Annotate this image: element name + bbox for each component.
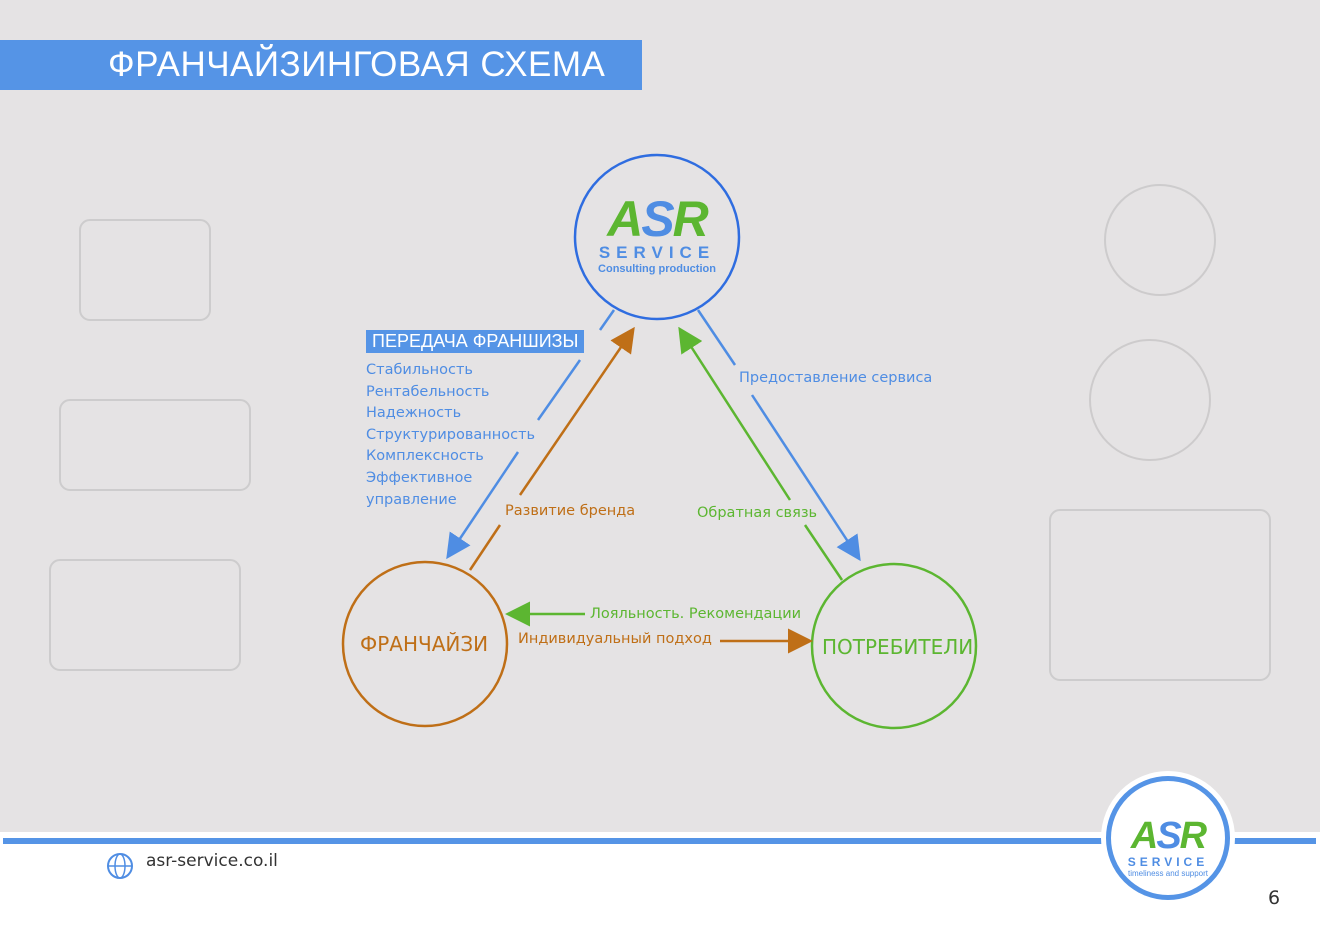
brand-label: Развитие бренда: [505, 503, 636, 519]
benefit-item: Эффективное: [366, 469, 473, 486]
footer-bar: [3, 838, 1316, 844]
benefit-item: Рентабельность: [366, 383, 490, 400]
benefit-item: Надежность: [366, 405, 462, 422]
service-label: Предоставление сервиса: [739, 370, 933, 386]
decorative-illustrations: [49, 184, 1271, 681]
benefit-item: Стабильность: [366, 362, 473, 378]
consumers-label: ПОТРЕБИТЕЛИ: [822, 635, 974, 659]
benefits-list: Стабильность Рентабельность Надежность С…: [366, 360, 546, 511]
asr-logo: ASR SERVICE Consulting production: [598, 191, 716, 275]
footer-logo: ASR SERVICE timeliness and support: [1106, 776, 1230, 900]
footer: [0, 832, 1320, 931]
company-circle: [573, 153, 741, 321]
franchisee-label: ФРАНЧАЙЗИ: [360, 632, 489, 656]
gears-icon: [1089, 339, 1211, 461]
loyalty-label: Лояльность. Рекомендации: [590, 606, 802, 622]
individual-approach-label: Индивидуальный подход: [518, 631, 712, 647]
page-title: ФРАНЧАЙЗИНГОВАЯ СХЕМА: [0, 40, 642, 90]
feedback-arrow: [678, 326, 792, 501]
page-number: 6: [1268, 887, 1281, 909]
feedback-label: Обратная связь: [697, 505, 818, 521]
benefit-item: Комплексность: [366, 448, 484, 465]
globe-icon: [107, 853, 133, 879]
benefit-item: Структурированность: [366, 426, 536, 443]
businessman-icon: [1049, 509, 1271, 681]
website-link[interactable]: asr-service.co.il: [146, 851, 278, 871]
franchisee-circle: [341, 560, 509, 728]
brand-development-arrow: [518, 326, 635, 496]
benefit-item: управление: [366, 491, 457, 508]
franchise-transfer-arrow: [446, 451, 520, 560]
flowchart-icon: [49, 559, 241, 671]
shield-icon: [1104, 184, 1216, 296]
franchise-transfer-label: ПЕРЕДАЧА ФРАНШИЗЫ: [366, 330, 585, 353]
castle-icon: [79, 219, 211, 321]
growth-chart-icon: [59, 399, 251, 491]
service-arrow: [750, 394, 861, 562]
